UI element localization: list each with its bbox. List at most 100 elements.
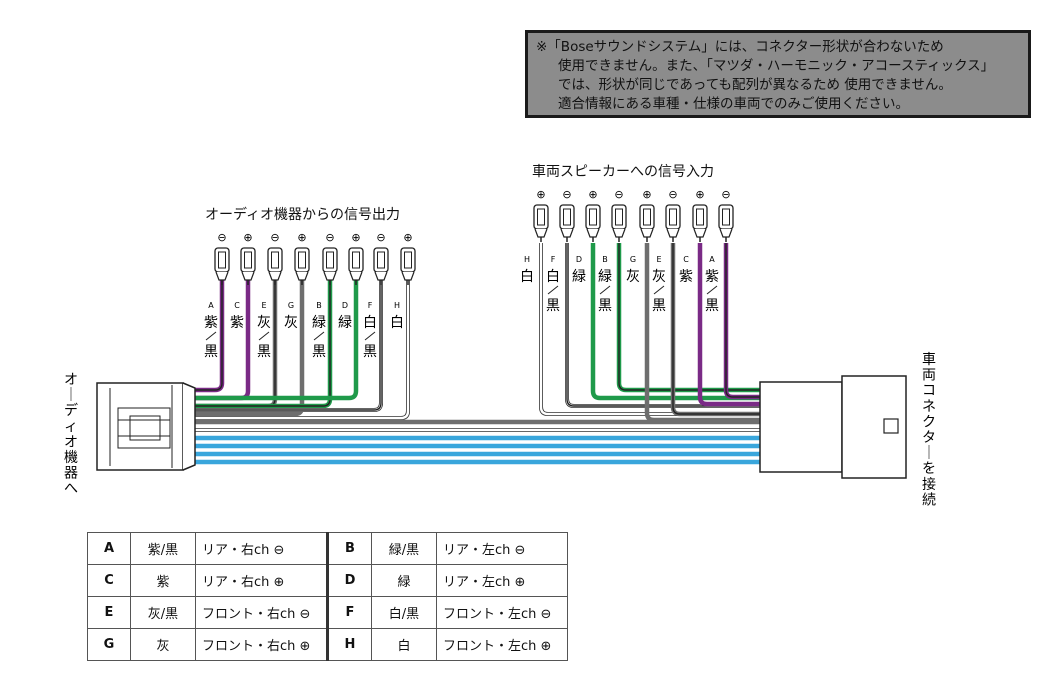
left-wire-label-f: F白黒	[363, 301, 377, 360]
polarity-mark: ⊖	[270, 231, 279, 244]
left-terminal-h: ⊕	[400, 231, 416, 285]
right-wire-label-d: D緑	[572, 255, 586, 285]
polarity-mark: ⊖	[376, 231, 385, 244]
wire-letter: D	[342, 301, 348, 310]
left-wire-label-d: D緑	[338, 301, 352, 331]
legend-function: フロント・右ch ⊕	[195, 628, 328, 661]
left-group-title: オーディオ機器からの信号出力	[205, 206, 400, 223]
polarity-mark: ⊖	[562, 188, 571, 201]
right-wire-c	[697, 243, 760, 407]
polarity-mark: ⊕	[642, 188, 651, 201]
polarity-mark: ⊕	[588, 188, 597, 201]
wire-color-1: 緑	[598, 269, 612, 285]
legend-color: 緑/黒	[371, 532, 437, 565]
wire-color-1: 紫	[230, 315, 244, 331]
wire-letter: A	[208, 301, 214, 310]
wire-color-1: 紫	[705, 269, 719, 285]
legend-color: 白/黒	[371, 596, 437, 629]
wire-color-1: 白	[363, 315, 377, 331]
legend-color: 灰	[130, 628, 196, 661]
legend-function: フロント・左ch ⊖	[436, 596, 568, 629]
wire-color-1: 緑	[338, 315, 352, 331]
wire-letter: C	[683, 255, 689, 264]
legend-key: A	[87, 532, 131, 565]
right-wire-label-a: A紫黒	[705, 255, 719, 314]
wire-letter: C	[234, 301, 240, 310]
right-wire-e	[670, 243, 760, 417]
left-terminal-d: ⊕	[348, 231, 364, 285]
legend-color: 灰/黒	[130, 596, 196, 629]
left-terminal-a: ⊖	[214, 231, 230, 285]
left-terminal-f: ⊖	[373, 231, 389, 285]
legend-function: リア・右ch ⊕	[195, 564, 328, 597]
right-terminal-d: ⊕	[585, 188, 601, 242]
polarity-mark: ⊕	[695, 188, 704, 201]
legend-key: B	[326, 532, 372, 565]
left-terminal-g: ⊕	[294, 231, 310, 285]
left-side-label: オ｜ディオ機器へ	[64, 372, 78, 497]
right-wire-d	[590, 243, 760, 401]
right-wire-label-c: C紫	[679, 255, 693, 285]
wire-color-2: 黒	[652, 298, 666, 314]
left-wire-label-g: G灰	[284, 301, 298, 331]
wire-color-2: 黒	[204, 344, 218, 360]
right-wire-label-e: E灰黒	[652, 255, 666, 314]
left-wire-label-c: C紫	[230, 301, 244, 331]
legend-color: 紫/黒	[130, 532, 196, 565]
polarity-mark: ⊖	[325, 231, 334, 244]
wire-color-2: 黒	[546, 298, 560, 314]
polarity-mark: ⊖	[614, 188, 623, 201]
wire-color-1: 白	[390, 315, 404, 331]
wire-color-1: 灰	[626, 269, 640, 285]
left-wire-f	[195, 270, 383, 412]
legend-function: リア・左ch ⊕	[436, 564, 568, 597]
polarity-mark: ⊕	[536, 188, 545, 201]
left-wire-label-a: A紫黒	[204, 301, 218, 360]
left-wire-e	[195, 270, 278, 409]
note-line-2: 使用できません。また、「マツダ・ハーモニック・アコースティックス」	[558, 58, 995, 74]
legend-function: フロント・左ch ⊕	[436, 628, 568, 661]
right-wire-label-g: G灰	[626, 255, 640, 285]
terminals-layer: ⊖A紫黒⊕C紫⊖E灰黒⊕G灰⊖B緑黒⊕D緑⊖F白黒⊕H白⊕H白⊖F白黒⊕D緑⊖B…	[204, 188, 734, 360]
right-terminal-h: ⊕	[533, 188, 549, 242]
wire-color-2: 黒	[363, 344, 377, 360]
legend-key: F	[326, 596, 372, 629]
polarity-mark: ⊕	[243, 231, 252, 244]
left-wire-label-b: B緑黒	[312, 301, 326, 360]
legend-color: 緑	[371, 564, 437, 597]
polarity-mark: ⊕	[351, 231, 360, 244]
wire-letter: G	[288, 301, 294, 310]
wire-letter: F	[551, 255, 556, 264]
wire-letter: E	[261, 301, 266, 310]
left-wire-a	[195, 270, 225, 393]
left-wire-d	[195, 270, 359, 401]
legend-function: リア・右ch ⊖	[195, 532, 328, 565]
right-terminal-b: ⊖	[611, 188, 627, 242]
left-wire-h	[195, 270, 410, 420]
wire-letter: G	[630, 255, 636, 264]
legend-function: リア・左ch ⊖	[436, 532, 568, 565]
right-side-text: 車両コネクタ｜を接続	[922, 351, 936, 508]
wire-color-2: 黒	[598, 298, 612, 314]
right-wire-label-h: H白	[520, 255, 534, 285]
right-terminal-a: ⊖	[718, 188, 734, 242]
legend-key: G	[87, 628, 131, 661]
wire-color-1: 緑	[572, 269, 586, 285]
wire-letter: F	[368, 301, 373, 310]
left-connector	[96, 382, 196, 471]
right-terminal-g: ⊕	[639, 188, 655, 242]
right-group-title: 車両スピーカーへの信号入力	[532, 163, 714, 180]
wire-color-2: 黒	[705, 298, 719, 314]
left-terminal-c: ⊕	[240, 231, 256, 285]
left-terminal-e: ⊖	[267, 231, 283, 285]
wire-color-1: 緑	[312, 315, 326, 331]
wire-letter: E	[656, 255, 661, 264]
polarity-mark: ⊕	[297, 231, 306, 244]
wire-color-1: 灰	[257, 315, 271, 331]
wire-letter: B	[602, 255, 608, 264]
legend-color: 紫	[130, 564, 196, 597]
note-line-1: ※「Boseサウンドシステム」には、コネクター形状が合わないため	[536, 39, 944, 55]
